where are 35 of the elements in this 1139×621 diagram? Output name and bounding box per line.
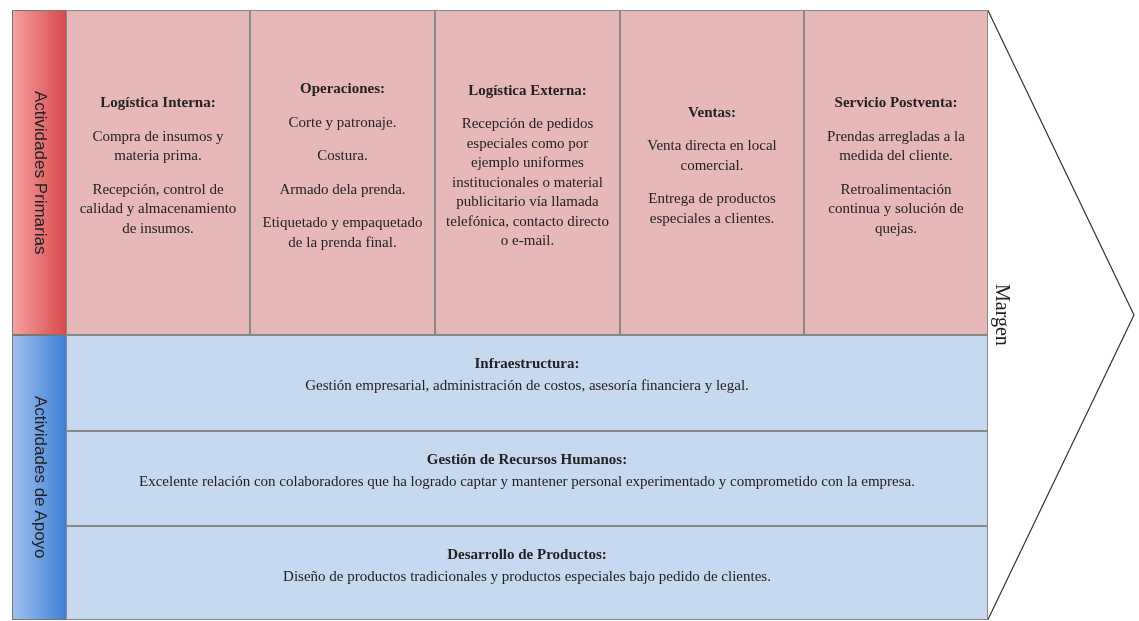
activity-description: Entrega de productos especiales a clientes. xyxy=(647,189,777,228)
support-activity-panel xyxy=(66,431,988,526)
activity-heading: Logística Externa: xyxy=(468,80,587,100)
primary-band xyxy=(12,10,67,335)
activity-heading: Infraestructura: xyxy=(474,354,580,373)
support-band xyxy=(12,335,67,620)
support-activity-panel xyxy=(66,526,988,620)
activity-description: Retroalimentación continua y solución de quejas. xyxy=(827,179,965,238)
activity-description: Venta directa en local comercial. xyxy=(646,136,778,175)
activity-description: Costura. xyxy=(317,146,368,165)
activity-heading: Servicio Postventa: xyxy=(834,93,958,112)
activity-description: Recepción, control de calidad y almacenamiento de insumos. xyxy=(78,179,238,238)
support-activity-panel xyxy=(66,335,988,431)
primary-activity-panel xyxy=(620,10,804,335)
primary-activity-panel xyxy=(250,10,435,335)
margin-label: Margen xyxy=(991,284,1014,346)
activity-description: Armado dela prenda. xyxy=(279,179,406,199)
primary-activity-panel xyxy=(804,10,988,335)
activity-description: Corte y patronaje. xyxy=(288,112,397,132)
primary-activity-panel xyxy=(435,10,620,335)
activity-description: Etiquetado y empaquetado de la prenda final. xyxy=(261,213,424,252)
activity-heading: Desarrollo de Productos: xyxy=(447,545,607,564)
activity-heading: Logística Interna: xyxy=(100,93,216,112)
band-label: Actividades Primarias xyxy=(29,90,50,255)
activity-heading: Gestión de Recursos Humanos: xyxy=(426,450,628,469)
activity-description: Excelente relación con colaboradores que ha logrado captar y mantener personal experimentado y comprometido con la empresa. xyxy=(139,471,915,491)
activity-description: Diseño de productos tradicionales y productos especiales bajo pedido de clientes. xyxy=(283,566,771,586)
activity-heading: Operaciones: xyxy=(300,79,385,98)
activity-description: Prendas arregladas a la medida del cliente. xyxy=(826,126,966,165)
activity-description: Compra de insumos y materia prima. xyxy=(91,126,225,165)
activity-description: Recepción de pedidos especiales como por ejemplo uniformes institucionales o material publicitario vía llamada telefónica, contacto directo o e-mail. xyxy=(446,114,609,250)
primary-activity-panel xyxy=(66,10,250,335)
band-label: Actividades de Apoyo xyxy=(29,396,50,559)
activity-heading: Ventas: xyxy=(688,102,736,122)
activity-description: Gestión empresarial, administración de costos, asesoría financiera y legal. xyxy=(305,375,749,395)
